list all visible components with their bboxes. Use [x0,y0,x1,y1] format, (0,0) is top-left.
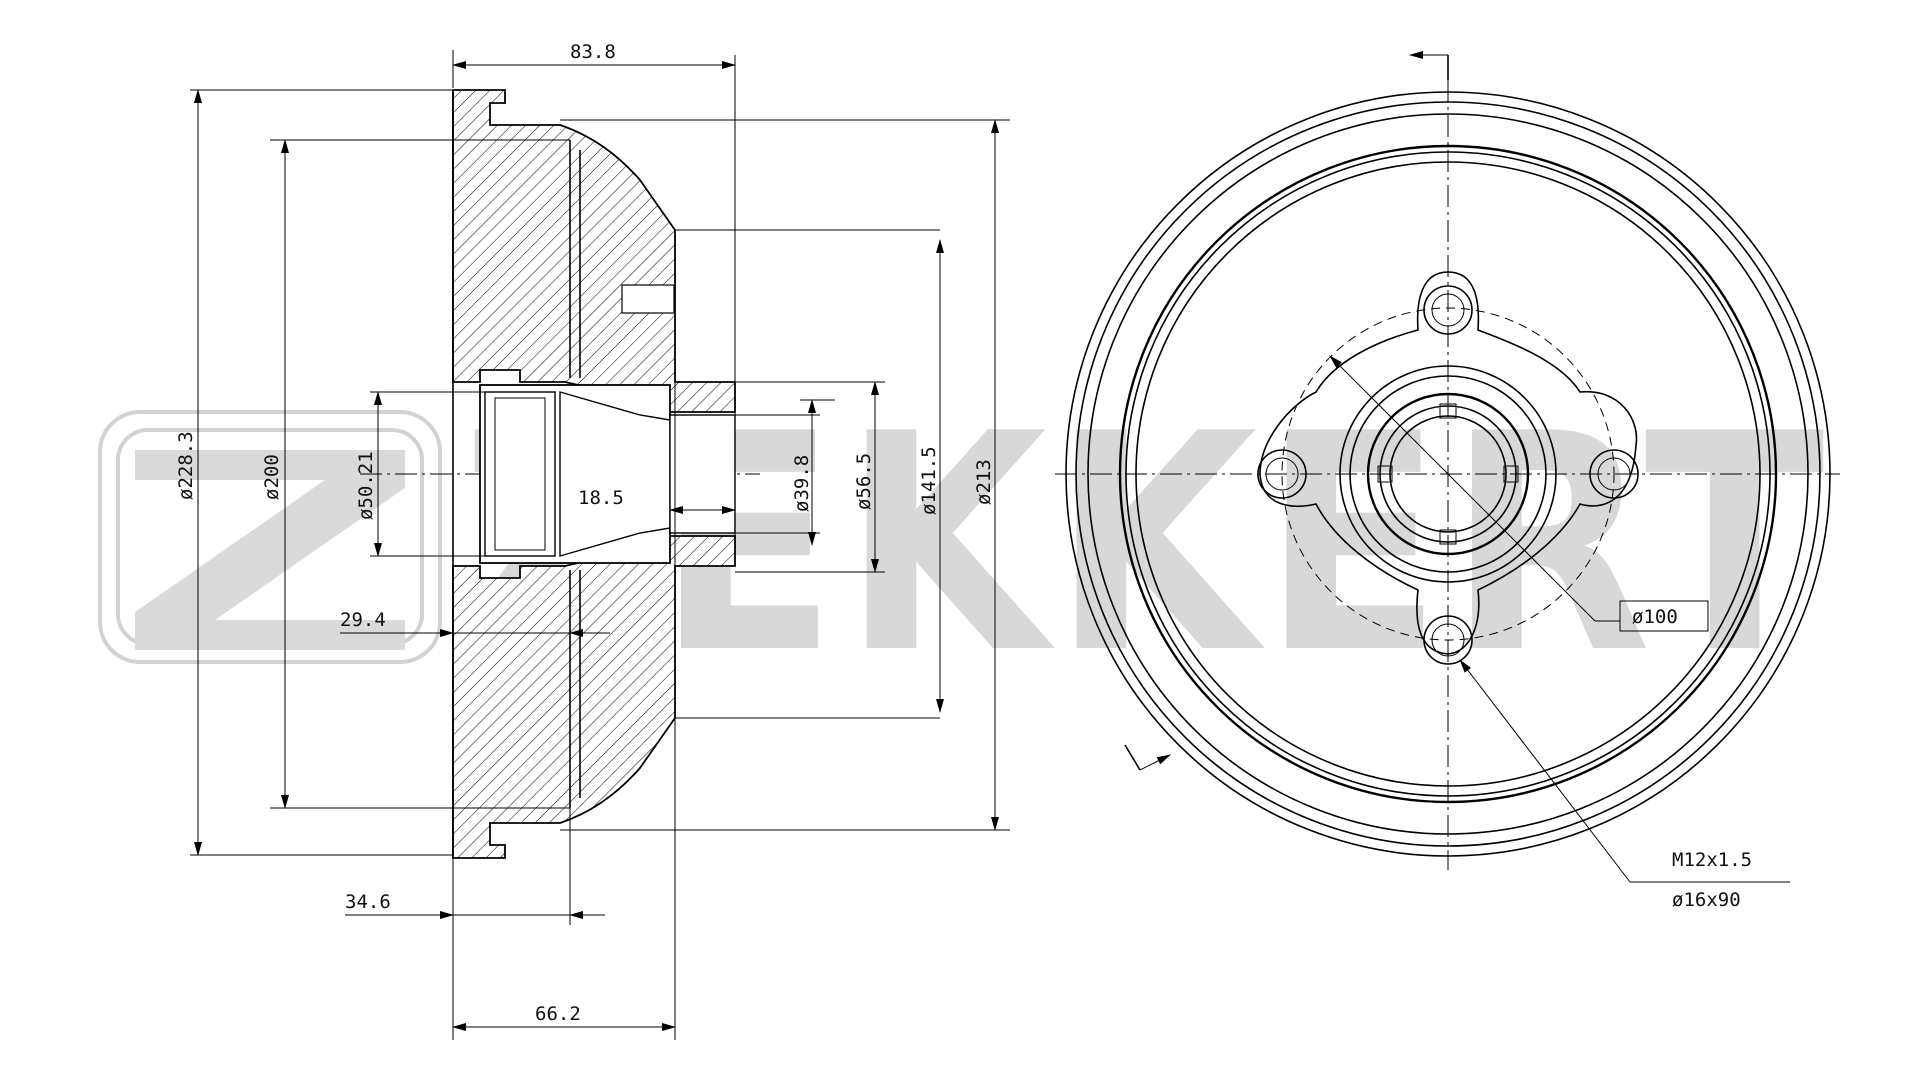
dim-stud: ø16x90 [1672,889,1741,911]
dim-diameter-outer: ø228.3 [175,431,197,500]
section-dimensions: 83.8 ø228.3 ø200 ø50.21 18.5 ø39.8 ø56.5 [175,41,1010,1040]
section-view [360,55,940,1040]
callout-bolt-circle: ø100 [1595,600,1709,632]
dim-diameter-bore: ø50.21 [355,451,377,520]
dim-bolt-circle: ø100 [1632,606,1678,628]
bolt-hole-right [1589,449,1639,499]
dim-diameter-inner: ø39.8 [791,455,813,512]
callout-thread: M12x1.5 ø16x90 [1459,659,1790,911]
dim-thread: M12x1.5 [1672,849,1752,871]
dim-diameter-flange: ø141.5 [918,446,940,515]
dim-offset-a: 29.4 [340,609,386,631]
front-view: ø100 M12x1.5 ø16x90 [1055,51,1840,911]
watermark-logo: ZEKKERT [98,370,1824,719]
bolt-hole-left [1257,449,1307,499]
bolt-hole-top [1423,285,1473,335]
dim-diameter-hub: ø56.5 [853,453,875,510]
dim-length-bore: 18.5 [578,487,624,509]
watermark-z-icon [135,450,405,650]
dim-diameter-rim: ø213 [973,459,995,505]
dim-width-overall: 83.8 [570,41,616,63]
dim-offset-b: 34.6 [345,891,391,913]
bolt-hole-bottom [1423,615,1473,665]
dim-diameter-drum: ø200 [261,454,283,500]
dim-depth: 66.2 [535,1003,581,1025]
